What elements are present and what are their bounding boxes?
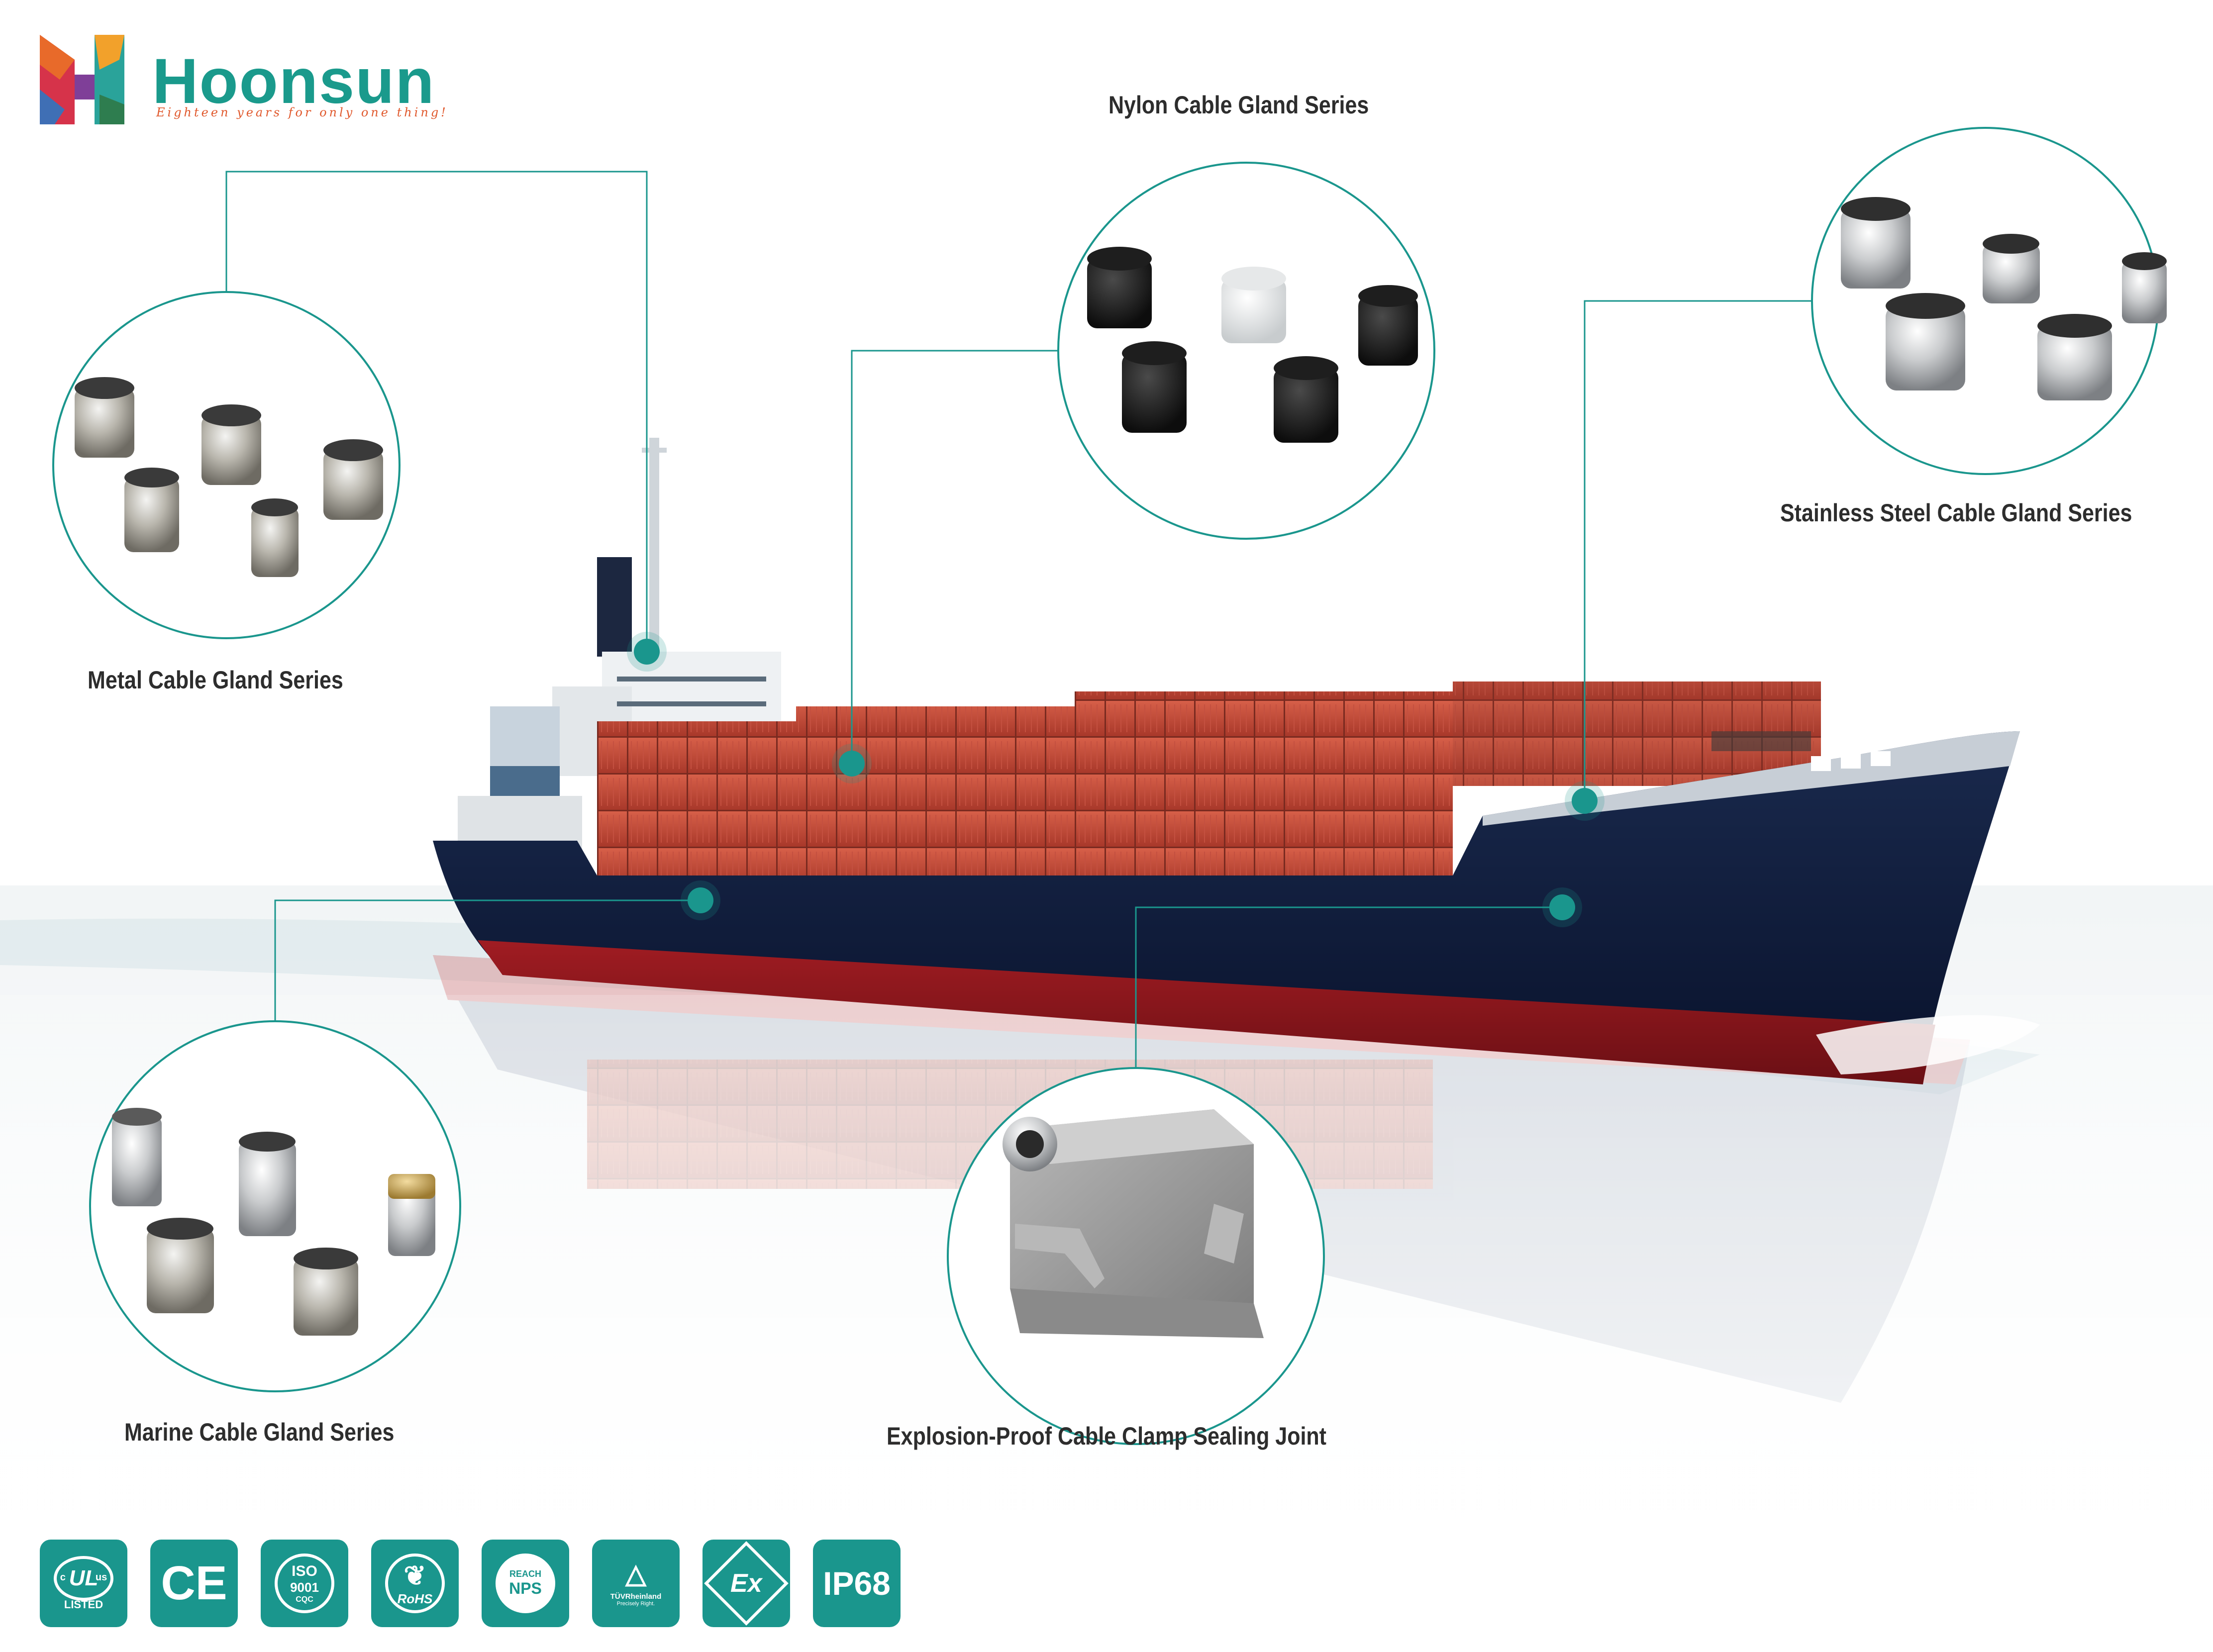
stainless-gland-circle[interactable]	[1811, 127, 2167, 475]
connector-housing-icon	[1003, 1109, 1264, 1338]
ex-mark: Ex	[730, 1568, 762, 1598]
ul-listed-text: LISTED	[64, 1598, 103, 1611]
bow-spray	[1816, 1015, 2040, 1074]
marine-gland-icon	[112, 1108, 435, 1336]
rohs-badge: ❦ RoHS	[371, 1540, 459, 1627]
reach-text: REACH	[509, 1569, 541, 1579]
ul-listed-badge: UL c us LISTED	[40, 1540, 127, 1627]
label-stainless-series: Stainless Steel Cable Gland Series	[1780, 499, 2132, 527]
ce-mark: CE	[161, 1556, 227, 1610]
tuv-triangle-icon: △	[625, 1558, 646, 1589]
metal-gland-circle[interactable]	[52, 291, 401, 639]
ip68-badge: IP68	[813, 1540, 901, 1627]
ul-c-mark: c	[60, 1571, 66, 1583]
cqc-mark: CQC	[296, 1595, 313, 1604]
hotspot-stainless[interactable]	[1565, 781, 1605, 821]
iso-mark: ISO	[292, 1562, 317, 1579]
reach-badge: REACH NPS	[482, 1540, 569, 1627]
explosion-joint-circle[interactable]	[947, 1067, 1325, 1445]
nylon-gland-circle[interactable]	[1057, 162, 1435, 540]
label-explosion-joint: Explosion-Proof Cable Clamp Sealing Join…	[887, 1422, 1326, 1450]
nps-text: NPS	[509, 1579, 542, 1597]
atex-ex-badge: Ex	[703, 1540, 790, 1627]
brand-name: Hoonsun	[152, 46, 435, 117]
leader-lines	[225, 171, 1826, 1107]
tuv-text: TÜVRheinland	[610, 1592, 662, 1601]
hotspot-nylon[interactable]	[832, 744, 872, 783]
ce-badge: CE	[150, 1540, 238, 1627]
iso-9001-badge: ISO 9001 CQC	[261, 1540, 348, 1627]
label-metal-series: Metal Cable Gland Series	[88, 666, 343, 694]
brand-tagline: Eighteen years for only one thing!	[156, 105, 448, 119]
tuv-rheinland-badge: △ TÜVRheinland Precisely Right.	[592, 1540, 680, 1627]
nylon-gland-icon	[1087, 247, 1418, 443]
ip68-text: IP68	[823, 1565, 891, 1602]
label-nylon-series: Nylon Cable Gland Series	[1108, 91, 1369, 119]
marine-gland-circle[interactable]	[89, 1020, 461, 1392]
metal-gland-icon	[75, 377, 383, 577]
hoonsun-logo-icon	[40, 35, 124, 124]
hotspot-explosion[interactable]	[1542, 887, 1582, 927]
ul-us-mark: us	[95, 1571, 107, 1583]
ship-hull	[433, 731, 2020, 1084]
ul-mark: UL	[69, 1565, 99, 1590]
container-stack	[597, 681, 1821, 885]
iso-number: 9001	[290, 1579, 319, 1595]
hotspot-metal[interactable]	[627, 632, 667, 672]
label-marine-series: Marine Cable Gland Series	[124, 1418, 395, 1446]
hotspot-marine[interactable]	[681, 880, 720, 920]
tuv-slogan: Precisely Right.	[616, 1600, 655, 1607]
rohs-text: RoHS	[397, 1591, 433, 1606]
stainless-gland-icon	[1841, 197, 2167, 400]
leaf-icon: ❦	[403, 1561, 426, 1591]
